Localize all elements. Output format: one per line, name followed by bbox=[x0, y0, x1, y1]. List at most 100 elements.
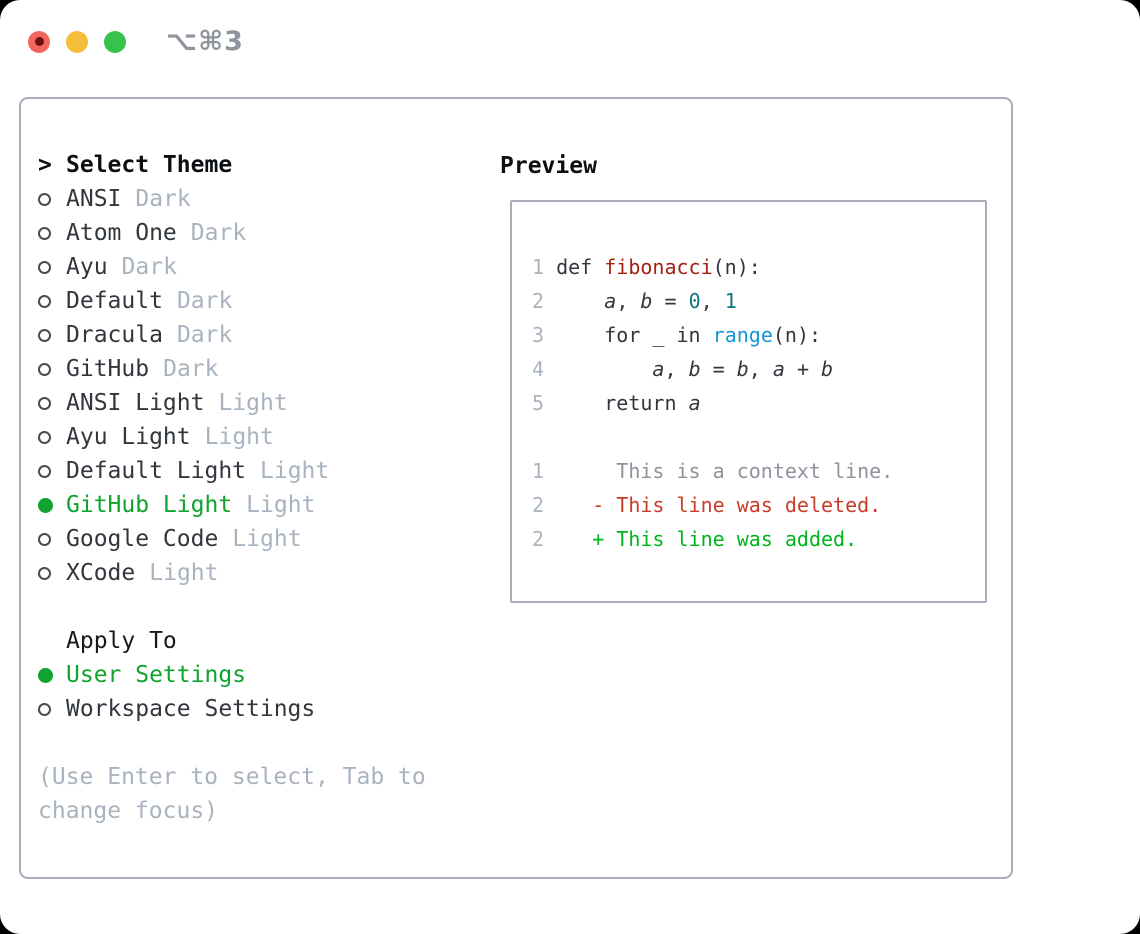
code-segment-var: b bbox=[821, 357, 834, 381]
code-line: 2 - This line was deleted. bbox=[532, 488, 985, 522]
apply-to-header: Apply To bbox=[38, 624, 478, 658]
circle-icon bbox=[38, 396, 51, 410]
code-segment-ln: 1 bbox=[532, 459, 545, 483]
prompt-marker: > bbox=[38, 152, 66, 178]
code-segment-kw: def bbox=[556, 255, 593, 279]
spacer bbox=[38, 726, 478, 760]
variant-label: Dark bbox=[121, 254, 177, 280]
code-segment-var: b bbox=[640, 289, 653, 313]
variant-label: Dark bbox=[190, 220, 247, 246]
code-segment-pl bbox=[544, 527, 592, 551]
variant-label: Light bbox=[149, 560, 219, 586]
radio-icon bbox=[38, 464, 66, 478]
filled-dot-icon bbox=[38, 497, 53, 513]
variant-label: Dark bbox=[176, 322, 233, 348]
radio-icon bbox=[38, 532, 66, 546]
minimize-button[interactable] bbox=[66, 30, 88, 53]
code-segment-pl bbox=[592, 255, 604, 279]
variant-label: Light bbox=[246, 492, 316, 518]
circle-icon bbox=[38, 192, 51, 206]
option-label: ANSI Light bbox=[66, 390, 205, 416]
code-segment-pl bbox=[544, 289, 604, 313]
radio-icon bbox=[38, 702, 66, 716]
code-segment-var: b bbox=[736, 357, 749, 381]
radio-icon bbox=[38, 226, 66, 240]
code-segment-ln: 3 bbox=[532, 323, 545, 347]
apply-to-title: Apply To bbox=[66, 628, 177, 654]
close-dot-icon bbox=[34, 37, 44, 46]
radio-icon bbox=[38, 192, 66, 206]
code-segment-ln: 5 bbox=[532, 391, 545, 415]
code-segment-ln: 1 bbox=[532, 255, 545, 279]
code-segment-var: b bbox=[688, 357, 701, 381]
variant-label: Light bbox=[218, 390, 288, 416]
code-segment-fn: fibonacci bbox=[604, 255, 713, 279]
code-segment-pl: (n): bbox=[772, 323, 822, 347]
code-segment-ln: 4 bbox=[532, 357, 545, 381]
code-segment-pl: (n): bbox=[712, 255, 761, 279]
radio-icon bbox=[38, 362, 66, 376]
code-segment-ln: 2 bbox=[532, 289, 545, 313]
theme-option-github-light[interactable]: GitHub Light Light bbox=[38, 488, 478, 522]
code-segment-var: a bbox=[688, 391, 701, 415]
code-segment-kw: for bbox=[604, 323, 641, 347]
selected-radio-icon bbox=[38, 497, 66, 513]
code-segment-pl: , bbox=[664, 357, 689, 381]
option-label: Default Light bbox=[66, 458, 247, 484]
code-segment-pl bbox=[701, 323, 713, 347]
option-label: GitHub Light bbox=[66, 492, 233, 518]
apply-option-workspace-settings[interactable]: Workspace Settings bbox=[38, 692, 478, 726]
code-segment-pl: + bbox=[784, 357, 822, 381]
code-segment-ln: 2 bbox=[532, 527, 545, 551]
option-label: Workspace Settings bbox=[66, 696, 316, 722]
option-label: ANSI bbox=[66, 186, 122, 212]
code-segment-num: 1 bbox=[724, 289, 737, 313]
close-button[interactable] bbox=[28, 30, 50, 53]
code-segment-pl bbox=[544, 357, 652, 381]
option-label: XCode bbox=[66, 560, 136, 586]
option-label: Ayu Light bbox=[66, 424, 191, 450]
code-line: 5 return a bbox=[532, 386, 985, 420]
preview-title: Preview bbox=[500, 153, 597, 179]
code-line: 3 for _ in range(n): bbox=[532, 318, 985, 352]
code-line: 1 This is a context line. bbox=[532, 454, 985, 488]
circle-icon bbox=[38, 260, 51, 274]
theme-option-ansi[interactable]: ANSI Dark bbox=[38, 182, 478, 216]
code-segment-num: 0 bbox=[688, 289, 701, 313]
hint-text: (Use Enter to select, Tab to change focu… bbox=[38, 764, 426, 824]
code-segment-pl bbox=[544, 459, 616, 483]
code-segment-kw: return bbox=[604, 391, 677, 415]
apply-option-user-settings[interactable]: User Settings bbox=[38, 658, 478, 692]
code-segment-ctx: This is a context line. bbox=[616, 459, 894, 483]
blank-line bbox=[532, 420, 985, 454]
code-segment-var: a bbox=[652, 357, 665, 381]
theme-option-xcode[interactable]: XCode Light bbox=[38, 556, 478, 590]
code-segment-var: a bbox=[604, 289, 617, 313]
code-segment-pl bbox=[544, 255, 556, 279]
circle-icon bbox=[38, 702, 51, 716]
selected-radio-icon bbox=[38, 667, 66, 683]
code-segment-pl bbox=[544, 493, 592, 517]
theme-option-ansi-light[interactable]: ANSI Light Light bbox=[38, 386, 478, 420]
circle-icon bbox=[38, 362, 51, 376]
filled-dot-icon bbox=[38, 667, 53, 683]
option-label: GitHub bbox=[66, 356, 150, 382]
maximize-button[interactable] bbox=[104, 30, 126, 53]
code-line: 2 + This line was added. bbox=[532, 522, 985, 556]
variant-label: Dark bbox=[135, 186, 191, 212]
circle-icon bbox=[38, 226, 51, 240]
circle-icon bbox=[38, 566, 51, 580]
code-segment-pl: _ bbox=[640, 323, 677, 347]
